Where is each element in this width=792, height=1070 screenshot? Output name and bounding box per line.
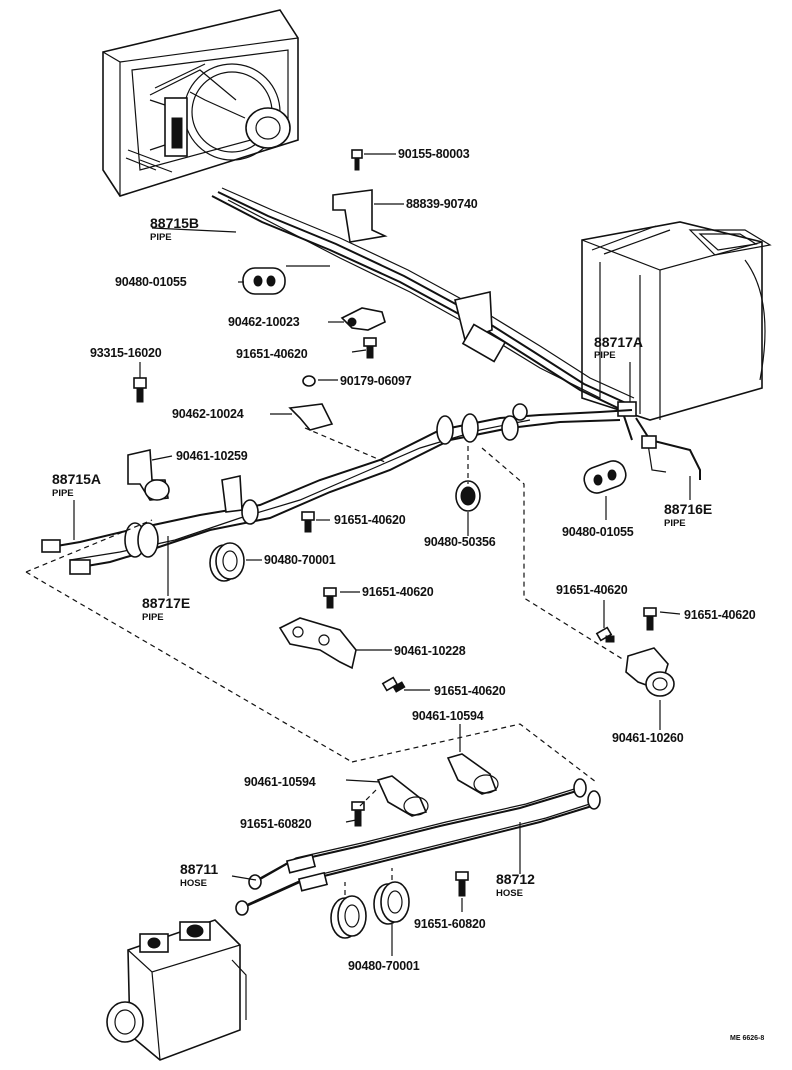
bolt-91651-60820-b [455,871,469,897]
label-93315-16020: 93315-16020 [90,346,162,360]
label-88717a: 88717A [594,334,643,350]
clamp-90461-10594-a [446,753,499,795]
label-90461-10594-b: 90461-10594 [244,775,316,789]
bolt-90155-80003 [351,149,363,171]
label-88716e: 88716E [664,501,712,517]
label-90179-06097: 90179-06097 [340,374,412,388]
label-90480-70001-a: 90480-70001 [264,553,336,567]
label-90480-01055-b: 90480-01055 [562,525,634,539]
label-88717e: 88717E [142,595,190,611]
bolt-91651-40620-a [363,337,377,359]
evaporator-unit-illustration [102,9,299,197]
label-91651-40620-e: 91651-40620 [684,608,756,622]
label-91651-40620-f: 91651-40620 [434,684,506,698]
bolt-91651-40620-d [381,676,406,693]
label-88711: 88711 [180,861,218,877]
bolt-91651-60820-a [351,801,365,827]
label-91651-40620-b: 91651-40620 [334,513,406,527]
label-88717a-sub: PIPE [594,350,616,361]
label-91651-60820-a: 91651-60820 [240,817,312,831]
label-90461-10259: 90461-10259 [176,449,248,463]
bolt-91651-40620-c [323,587,337,609]
bolt-91651-40620-e [595,626,615,643]
label-91651-40620-d: 91651-40620 [556,583,628,597]
label-91651-60820-b: 91651-60820 [414,917,486,931]
label-88712: 88712 [496,871,535,887]
grommet-90480-01055-b [583,460,627,494]
clamp-90462-10023 [340,307,386,331]
label-91651-40620-a: 91651-40620 [236,347,308,361]
label-90480-50356: 90480-50356 [424,535,496,549]
label-90461-10260: 90461-10260 [612,731,684,745]
label-91651-40620-c: 91651-40620 [362,585,434,599]
label-90480-70001-b: 90480-70001 [348,959,420,973]
label-90461-10594-a: 90461-10594 [412,709,484,723]
grommet-90480-70001-b [330,881,410,939]
upper-pipe-bundle [211,187,701,480]
label-90462-10023: 90462-10023 [228,315,300,329]
label-90461-10228: 90461-10228 [394,644,466,658]
label-88711-sub: HOSE [180,878,207,889]
clamp-90461-10594-b [376,775,429,817]
label-90462-10024: 90462-10024 [172,407,244,421]
grommet-90480-70001-a [209,542,245,582]
nut-90179-06097 [302,375,316,387]
label-88712-sub: HOSE [496,888,523,899]
grommet-90480-01055-a [242,267,286,295]
label-88717e-sub: PIPE [142,612,164,623]
hose-assembly [235,778,601,916]
leader-lines [73,153,691,956]
label-88715a-sub: PIPE [52,488,74,499]
blower-case-illustration [581,221,772,421]
middle-pipe-bundle [41,403,633,575]
drawing-code: ME 6626-8 [730,1035,764,1042]
grommet-90480-50356 [455,480,481,512]
clamp-90461-10260 [625,647,675,697]
label-90480-01055-a: 90480-01055 [115,275,187,289]
label-88715b: 88715B [150,215,199,231]
label-88716e-sub: PIPE [664,518,686,529]
label-88715b-sub: PIPE [150,232,172,243]
bolt-93315-16020 [133,377,147,403]
bolt-91651-40620-b [301,511,315,533]
bolt-91651-40620-f [643,607,657,631]
label-88715a: 88715A [52,471,101,487]
dashed-reference-lines [25,427,625,895]
label-88839-90740: 88839-90740 [406,197,478,211]
label-90155-80003: 90155-80003 [398,147,470,161]
bracket-90461-10228 [278,617,357,670]
compressor-illustration [106,919,247,1061]
